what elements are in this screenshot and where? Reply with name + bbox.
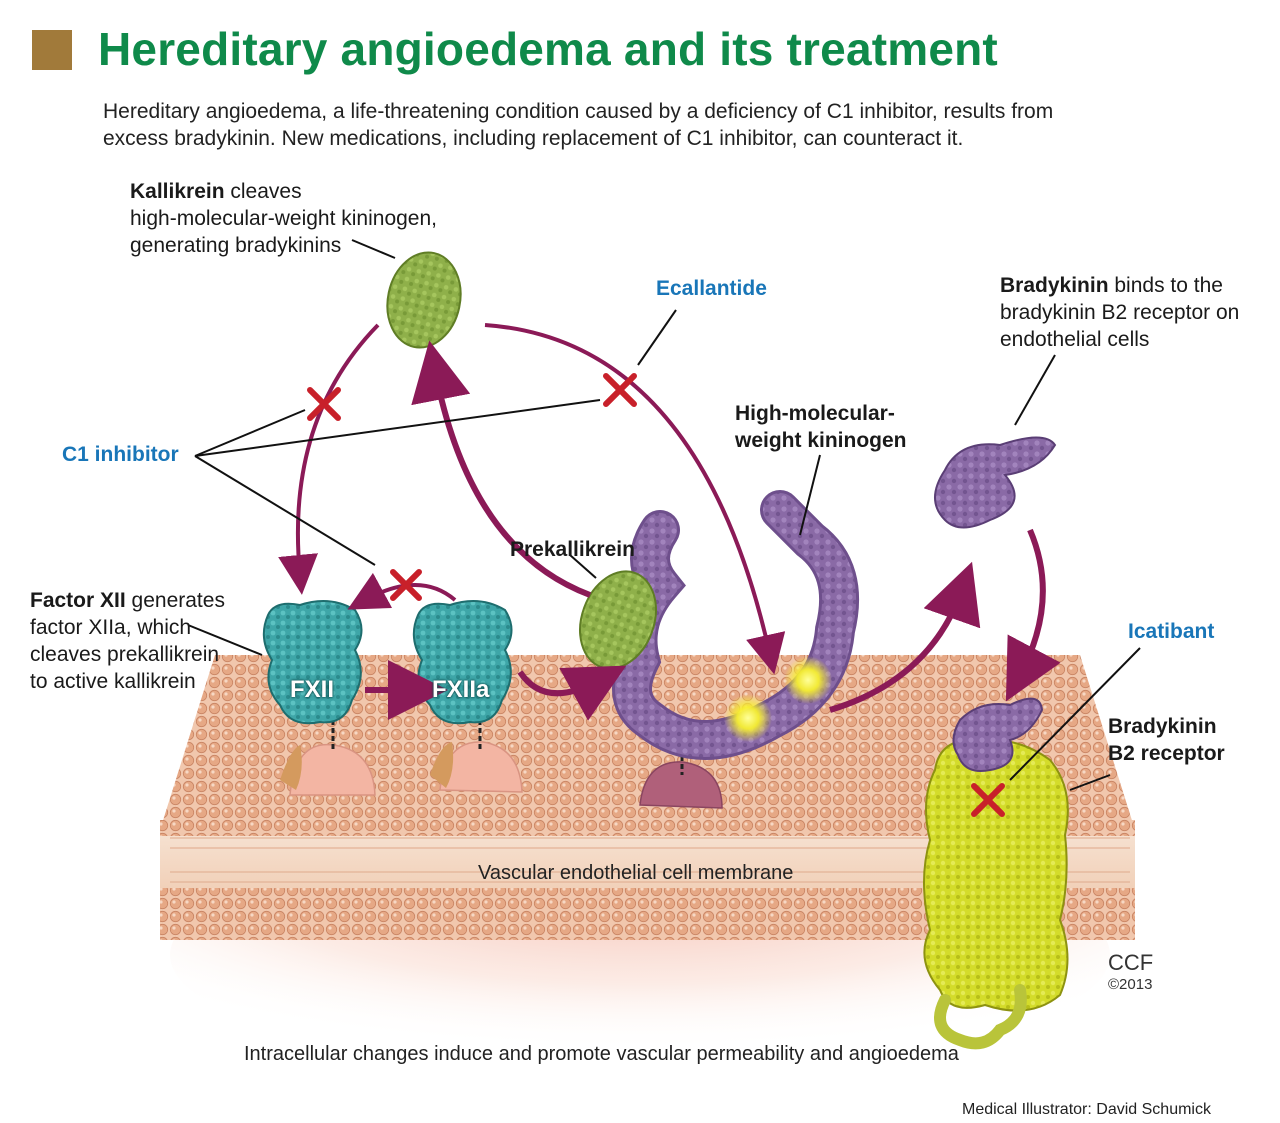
intro-line-1: Hereditary angioedema, a life-threatenin… (103, 100, 1054, 123)
ccf-year: ©2013 (1108, 976, 1153, 993)
red-x-block-icon (307, 387, 341, 421)
factor-xii-bold: Factor XII (30, 589, 126, 612)
fxii-protein (262, 600, 363, 725)
arrow-prekallikrein-to-kallikrein (411, 340, 592, 598)
bradykinin-free (934, 436, 1057, 529)
b2-receptor-protein (923, 738, 1069, 1050)
hmwk-label-line2: weight kininogen (735, 429, 907, 452)
page-title: Hereditary angioedema and its treatment (98, 23, 998, 75)
title-icon (32, 30, 72, 70)
arrow-fxiia-to-fxii (347, 572, 457, 610)
bradykinin-bound (952, 697, 1044, 772)
arrow-kallikrein-to-hmwk (484, 323, 786, 675)
red-x-block-icon (603, 373, 637, 407)
arrow-bradykinin-to-receptor (1005, 528, 1061, 702)
red-x-block-icon (390, 569, 422, 601)
arrow-hmwk-to-bradykinin (829, 561, 981, 713)
footer-caption: Intracellular changes induce and promote… (244, 1043, 959, 1065)
membrane-label: Vascular endothelial cell membrane (478, 862, 794, 884)
hmwk-label: High-molecular- weight kininogen (735, 400, 907, 454)
arrow-kallikrein-to-fxii (278, 323, 380, 595)
leader-lines (187, 239, 1141, 791)
bradykinin-binds-bold: Bradykinin (1000, 274, 1109, 297)
kallikrein-label: Kallikrein cleaves high-molecular-weight… (130, 178, 437, 259)
factor-xii-line3: cleaves prekallikrein (30, 643, 220, 666)
c1-inhibitor-label: C1 inhibitor (62, 443, 179, 466)
intro-line-2: excess bradykinin. New medications, incl… (103, 127, 964, 150)
factor-xii-line4: to active kallikrein (30, 670, 196, 693)
illustrator-credit: Medical Illustrator: David Schumick (962, 1101, 1211, 1118)
hmwk-label-line1: High-molecular- (735, 402, 895, 425)
fxii-label: FXII (290, 676, 335, 703)
cleavage-glow-1 (724, 694, 772, 742)
pathway-arrows (278, 323, 1061, 721)
kallikrein-label-line3: generating bradykinins (130, 234, 342, 257)
b2-receptor-label: Bradykinin B2 receptor (1108, 713, 1225, 767)
fxiia-label: FXIIa (432, 676, 490, 703)
factor-xii-line2: factor XIIa, which (30, 616, 192, 639)
intro-text: Hereditary angioedema, a life-threatenin… (103, 98, 1053, 152)
bradykinin-binds-label: Bradykinin binds to the bradykinin B2 re… (1000, 272, 1239, 353)
arrow-fxiia-to-prekallikrein (517, 665, 627, 721)
kallikrein-label-bold: Kallikrein (130, 180, 225, 203)
ccf-logo: CCF (1108, 950, 1154, 975)
bradykinin-binds-rest: binds to the (1108, 274, 1223, 297)
prekallikrein-label: Prekallikrein (510, 538, 635, 561)
b2-receptor-line1: Bradykinin (1108, 715, 1217, 738)
icatibant-label: Icatibant (1128, 620, 1215, 643)
bradykinin-binds-line3: endothelial cells (1000, 328, 1150, 351)
bradykinin-binds-line2: bradykinin B2 receptor on (1000, 301, 1240, 324)
kallikrein-label-rest: cleaves (224, 180, 302, 203)
ecallantide-label: Ecallantide (656, 277, 767, 300)
factor-xii-rest: generates (125, 589, 225, 612)
kallikrein-label-line2: high-molecular-weight kininogen, (130, 207, 438, 230)
factor-xii-label: Factor XII generates factor XIIa, which … (30, 587, 225, 695)
kallikrein-protein (386, 251, 462, 349)
cleavage-glow-2 (784, 656, 832, 704)
membrane-anchors (280, 720, 723, 809)
b2-receptor-line2: B2 receptor (1108, 742, 1225, 765)
red-x-block-icon (971, 783, 1005, 817)
